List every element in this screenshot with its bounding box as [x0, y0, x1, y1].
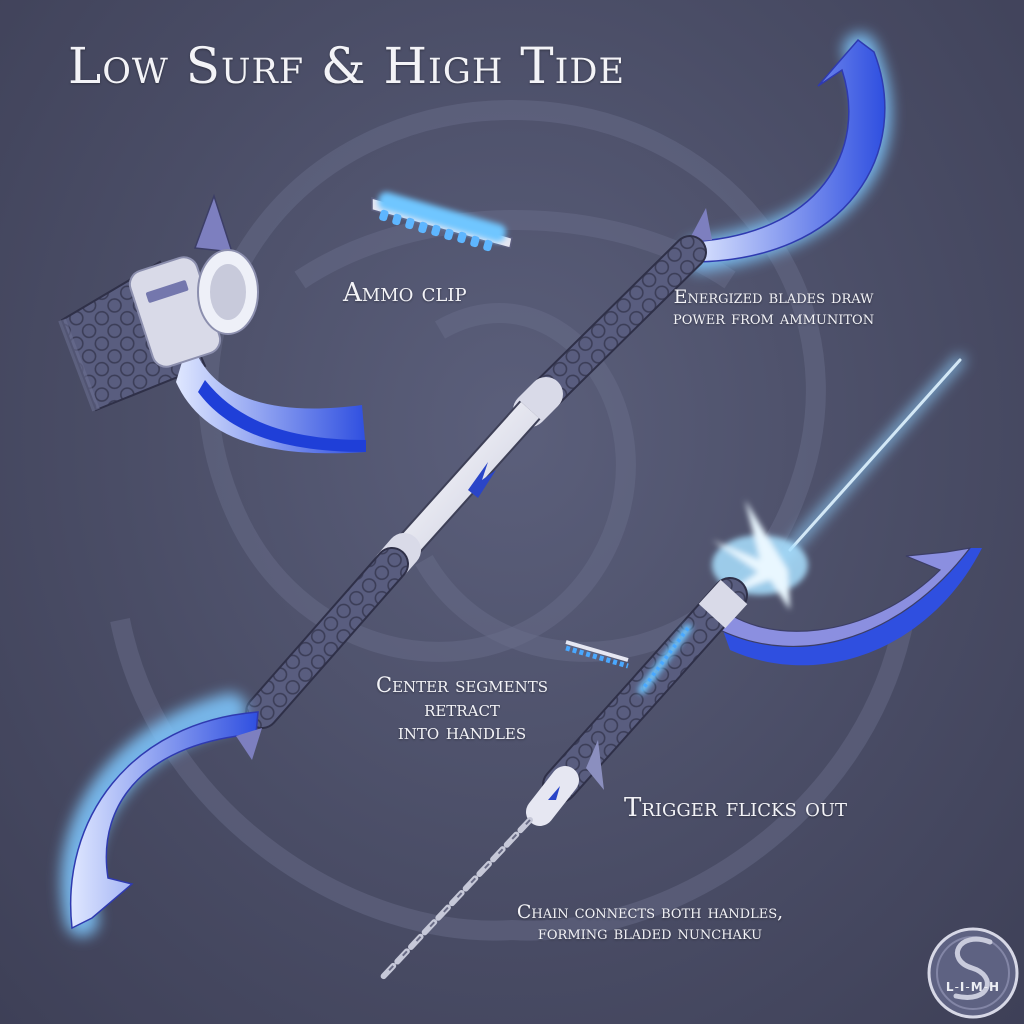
- signature-text: L-I-M-H: [928, 980, 1018, 994]
- label-center-line-2: retract: [424, 696, 500, 721]
- blade-mount-closeup: [58, 193, 366, 454]
- label-energized-line-2: power from ammuniton: [673, 307, 875, 330]
- label-center-line-3: into handles: [397, 720, 527, 745]
- emblem-icon: [468, 462, 496, 498]
- sig-sep-3: -: [983, 980, 990, 994]
- nunchaku-form: [377, 355, 982, 983]
- sig-letter-3: M: [970, 980, 984, 994]
- label-chain-line-1: Chain connects both handles,: [516, 901, 784, 923]
- sig-letter-1: L: [945, 980, 955, 994]
- artist-signature-logo: [927, 927, 1019, 1019]
- page-title: Low Surf & High Tide: [68, 37, 626, 95]
- label-chain: Chain connects both handles, forming bla…: [470, 901, 830, 945]
- signature-seal: L-I-M-H: [928, 928, 1018, 1018]
- ammo-clip: [371, 192, 513, 252]
- sig-letter-2: I: [959, 980, 966, 994]
- label-energized-blades: Energized blades draw power from ammunit…: [673, 286, 875, 330]
- label-energized-line-1: Energized blades draw: [673, 286, 874, 308]
- label-chain-line-2: forming bladed nunchaku: [537, 922, 763, 945]
- extended-weapon: [60, 33, 892, 937]
- sig-sep-2: -: [965, 980, 971, 994]
- label-ammo-clip: Ammo clip: [343, 278, 467, 308]
- label-center-segments: Center segments retract into handles: [367, 673, 557, 745]
- label-center-line-1: Center segments: [376, 673, 548, 697]
- label-trigger: Trigger flicks out: [624, 793, 848, 823]
- sig-letter-4: H: [989, 980, 1001, 994]
- sig-sep-1: -: [954, 980, 960, 994]
